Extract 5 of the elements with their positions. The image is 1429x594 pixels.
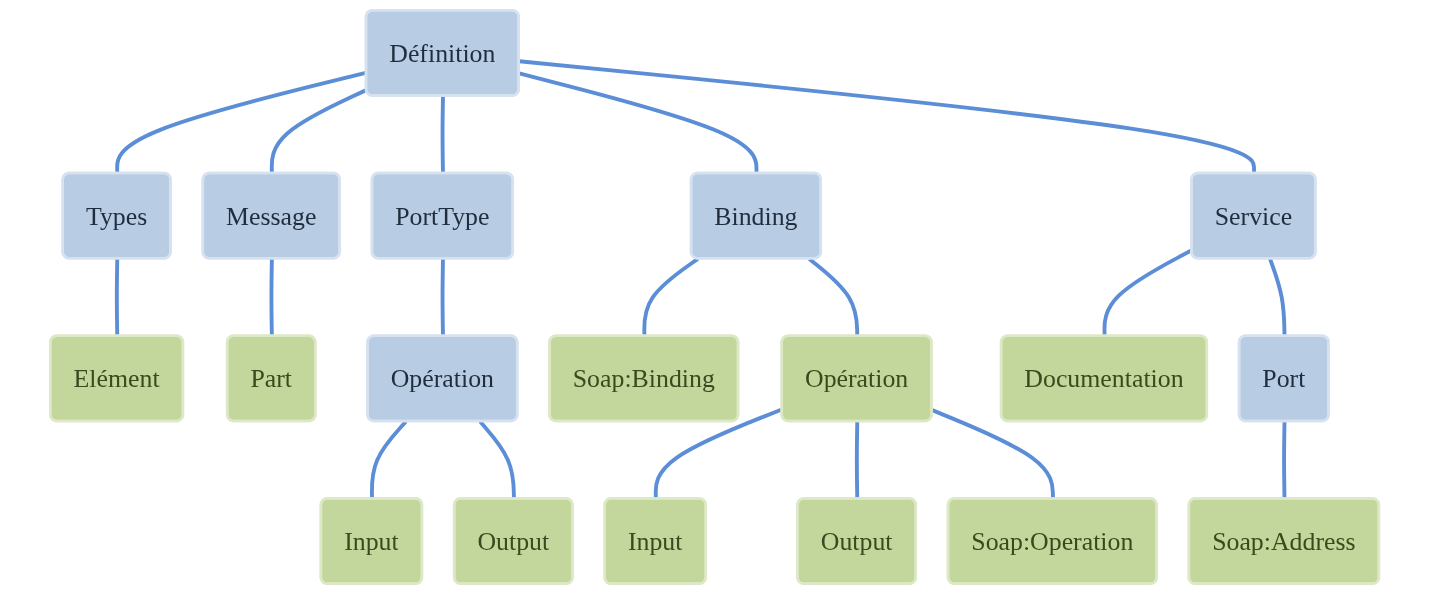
connector — [269, 88, 368, 174]
connector — [440, 96, 445, 174]
connector — [115, 70, 368, 174]
connector — [518, 71, 759, 174]
connector — [519, 59, 1256, 174]
